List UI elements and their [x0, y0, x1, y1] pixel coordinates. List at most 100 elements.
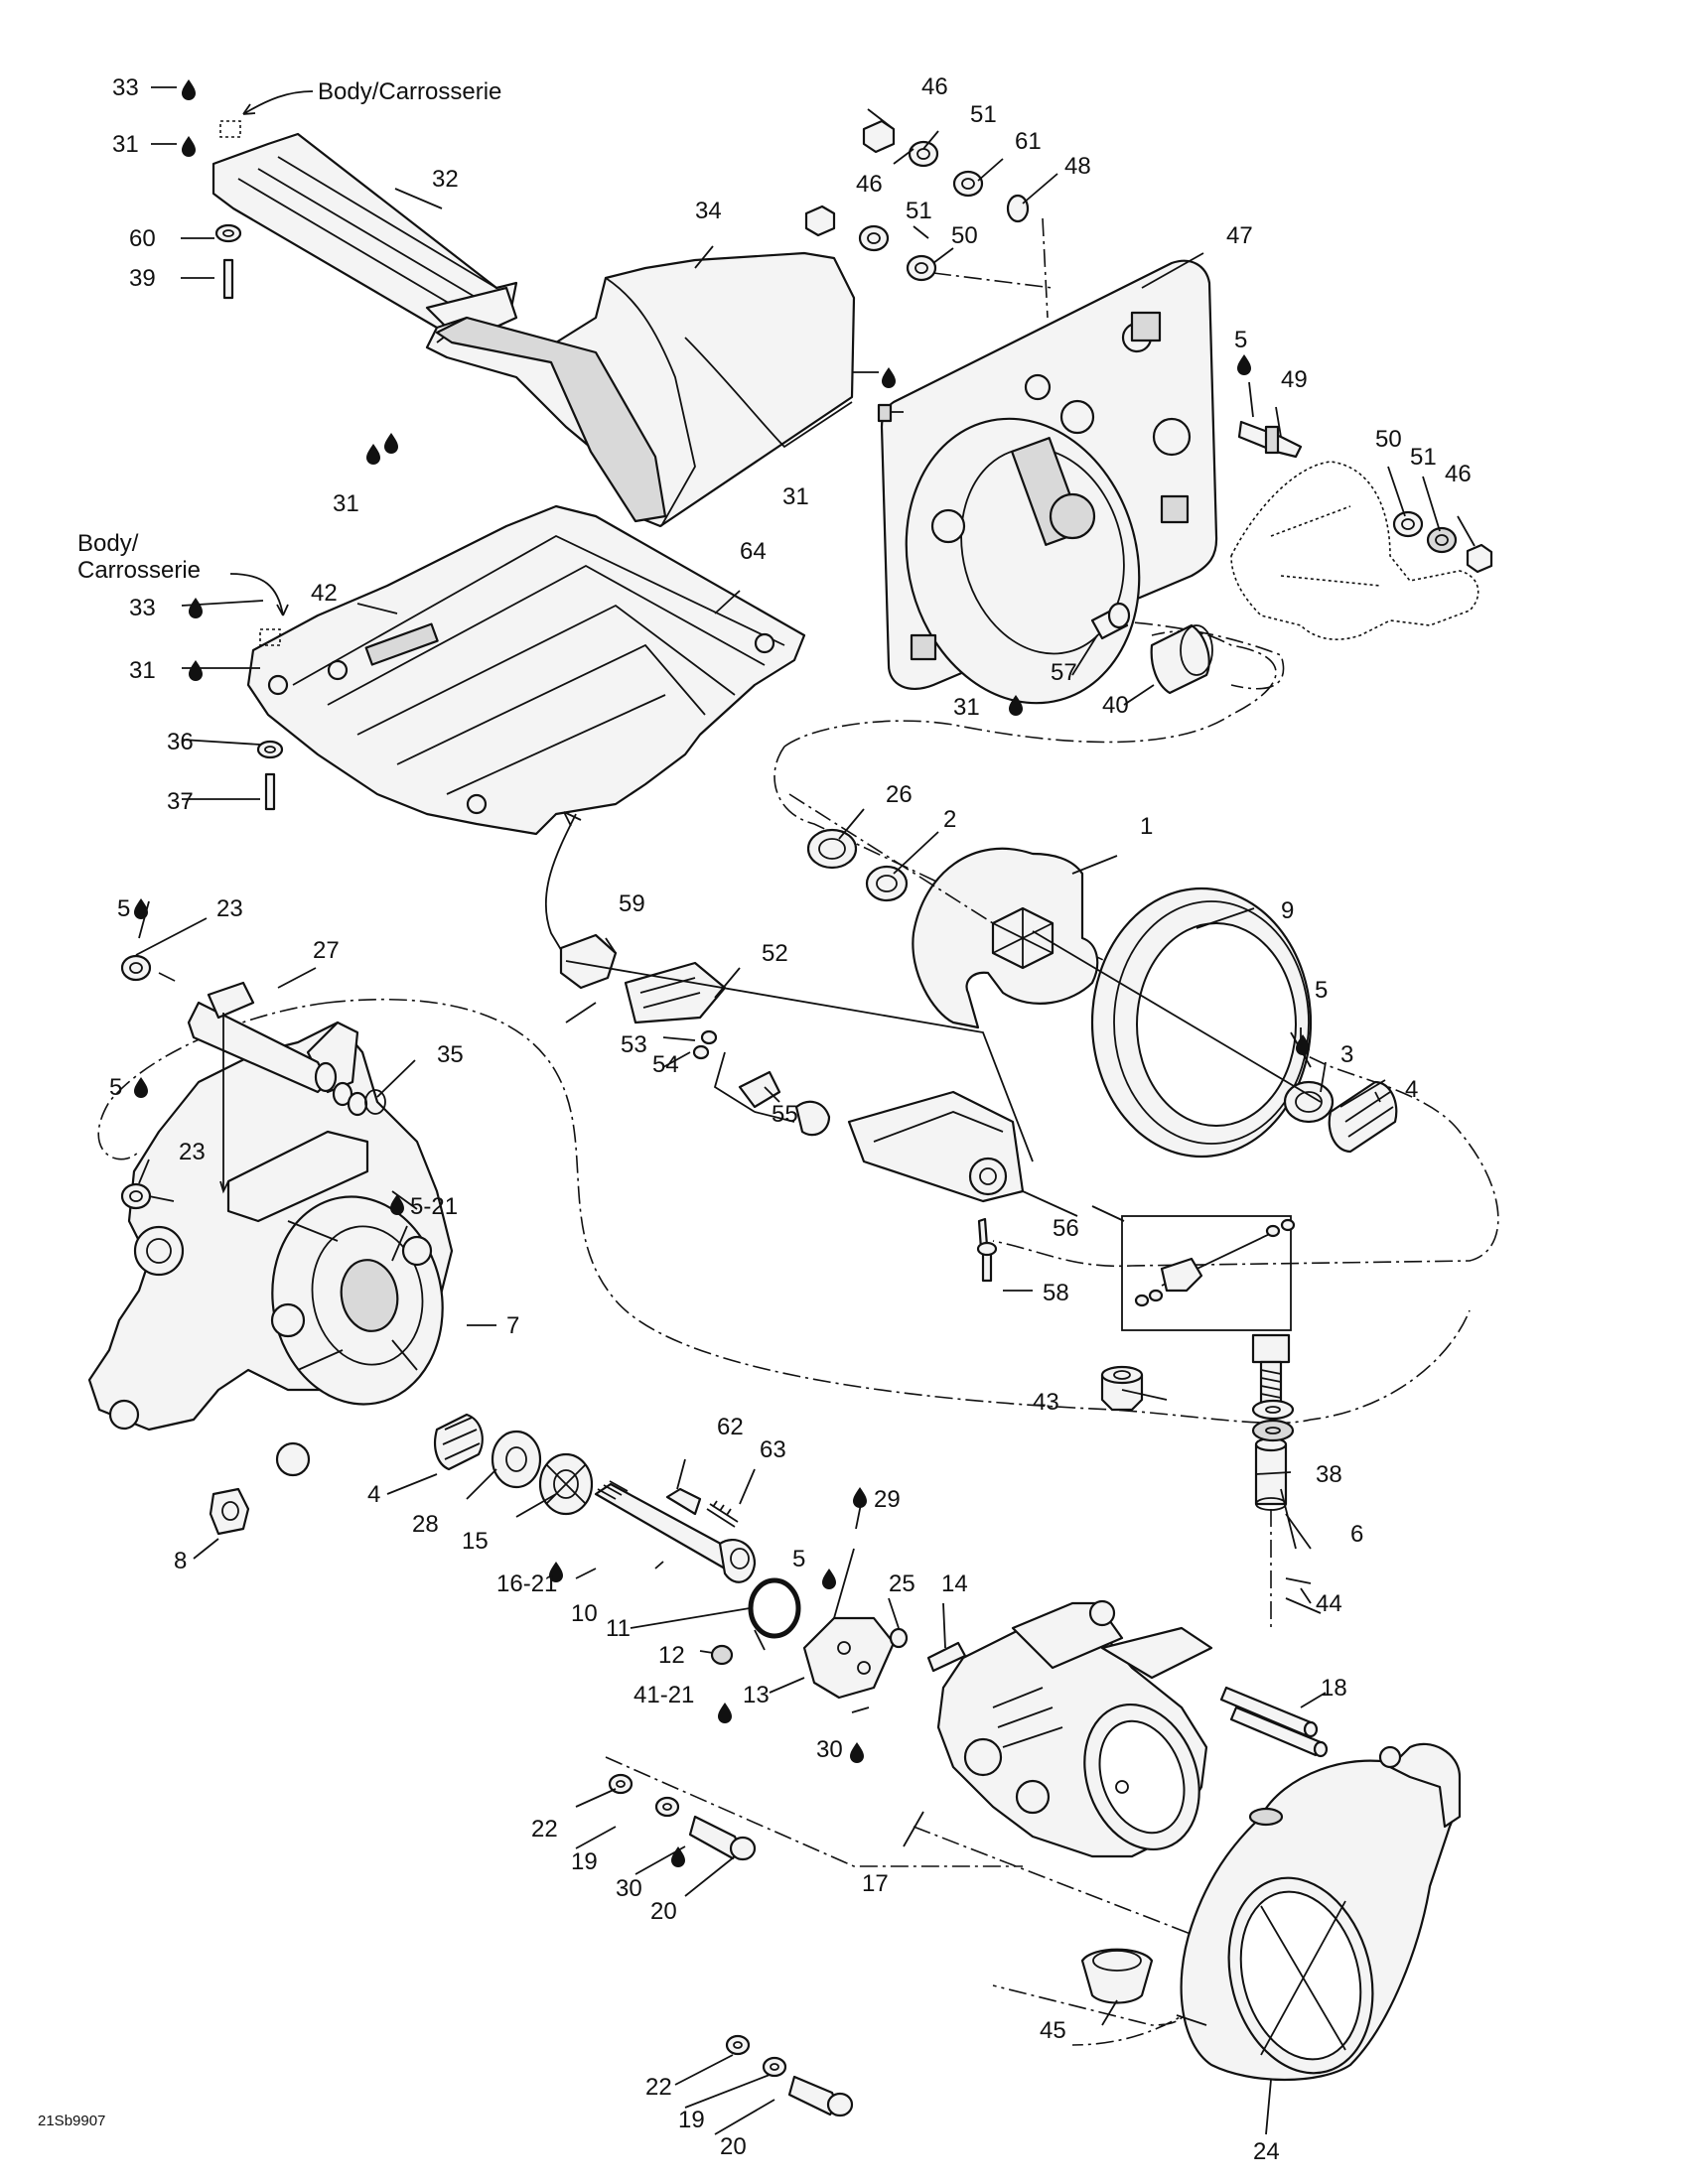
callout-50-b: 50: [1375, 426, 1402, 453]
part-13-cap: [802, 1616, 896, 1700]
callout-36: 36: [167, 729, 194, 755]
callout-22-b: 22: [645, 2074, 672, 2101]
part-11-o-ring: [748, 1577, 801, 1639]
callout-8: 8: [174, 1548, 187, 1574]
part-25-washer: [889, 1627, 909, 1649]
callout-39: 39: [129, 265, 156, 292]
callout-7: 7: [506, 1312, 519, 1339]
pump-bearings: [433, 1413, 594, 1516]
callout-14: 14: [941, 1570, 968, 1597]
callout-35: 35: [437, 1041, 464, 1068]
steering-linkage-ghost: [1230, 461, 1479, 640]
part-17-venturi: [936, 1599, 1213, 1858]
callout-31-lower: 31: [129, 657, 156, 684]
callout-26: 26: [886, 781, 913, 808]
callout-59: 59: [619, 890, 645, 917]
part-18-pins: [1219, 1686, 1329, 1758]
callout-5-a: 5: [1234, 327, 1247, 353]
callout-17: 17: [862, 1870, 889, 1897]
callout-19-b: 19: [678, 2107, 705, 2133]
callout-58: 58: [1043, 1280, 1069, 1306]
callout-labels: 33 31 32 60 39 34 46 51 61 48 46 51 50 4…: [77, 73, 1472, 2165]
callout-29: 29: [874, 1486, 901, 1513]
callout-43: 43: [1033, 1389, 1059, 1416]
callout-51-c: 51: [1410, 444, 1437, 471]
callout-28: 28: [412, 1511, 439, 1538]
part-45-bushing: [1080, 1948, 1154, 2004]
top-fasteners: [214, 119, 1493, 1283]
callout-56: 56: [1053, 1215, 1079, 1242]
part-1-impeller-cover: [912, 847, 1099, 1029]
sensor-group: [544, 811, 1296, 1331]
callout-31-housing: 31: [782, 483, 809, 510]
parts-57-40: [1090, 602, 1213, 695]
callout-23-b: 23: [179, 1139, 206, 1165]
callout-3: 3: [1340, 1041, 1353, 1068]
callout-64: 64: [740, 538, 767, 565]
callout-5-b: 5: [1315, 977, 1328, 1004]
callout-63: 63: [760, 1436, 786, 1463]
callout-12: 12: [658, 1642, 685, 1669]
callout-31-bottom: 31: [953, 694, 980, 721]
callout-49: 49: [1281, 366, 1308, 393]
part-9-wear-ring: [1090, 887, 1313, 1159]
part-24-steering-nozzle: [1180, 1742, 1462, 2082]
callout-50-a: 50: [951, 222, 978, 249]
callout-46-a: 46: [921, 73, 948, 100]
body-label-top: Body/Carrosserie: [318, 78, 501, 105]
callout-23-a: 23: [216, 895, 243, 922]
callout-54: 54: [652, 1051, 679, 1078]
nozzle-bushings: [1100, 1333, 1295, 1628]
callout-57: 57: [1051, 659, 1077, 686]
part-27-shaft: [158, 972, 386, 1194]
part-64-bottom-plate: [246, 504, 806, 836]
part-23-washer-top: [120, 954, 152, 982]
callout-25: 25: [889, 1570, 915, 1597]
callout-45: 45: [1040, 2017, 1066, 2044]
group-outline-impeller: [774, 630, 1499, 1268]
callout-6: 6: [1350, 1521, 1363, 1548]
callout-2: 2: [943, 806, 956, 833]
callout-19-a: 19: [571, 1848, 598, 1875]
callout-46-c: 46: [1445, 461, 1472, 487]
callout-13: 13: [743, 1682, 770, 1708]
callout-30-a: 30: [816, 1736, 843, 1763]
callout-32: 32: [432, 166, 459, 193]
part-33-mark: [219, 120, 241, 138]
callout-20-a: 20: [650, 1898, 677, 1925]
callout-41-21: 41-21: [633, 1682, 694, 1708]
part-23-washer-bottom: [120, 1182, 152, 1210]
part-12-plug: [710, 1644, 734, 1666]
callout-62: 62: [717, 1414, 744, 1440]
callout-60: 60: [129, 225, 156, 252]
callout-47: 47: [1226, 222, 1253, 249]
fasteners-lower: [608, 1773, 854, 2117]
callout-18: 18: [1321, 1675, 1347, 1702]
callout-31-top: 31: [112, 131, 139, 158]
callout-1: 1: [1140, 813, 1153, 840]
callout-51-b: 51: [906, 198, 932, 224]
callout-33-lower: 33: [129, 595, 156, 621]
part-7-pump-housing: [87, 1021, 454, 1477]
callout-37: 37: [167, 788, 194, 815]
callout-5-d: 5: [109, 1074, 122, 1101]
callout-42: 42: [311, 580, 338, 607]
part-8-nut: [209, 1487, 250, 1536]
parts-62-63: [665, 1487, 739, 1528]
part-32-duct: [211, 120, 518, 344]
callout-44: 44: [1316, 1590, 1342, 1617]
callout-22-a: 22: [531, 1816, 558, 1843]
part-47-housing: [877, 259, 1218, 705]
callout-52: 52: [762, 940, 788, 967]
callout-16-21: 16-21: [496, 1570, 557, 1597]
callout-55: 55: [772, 1101, 798, 1128]
callout-51-a: 51: [970, 101, 997, 128]
part-34-cover: [425, 251, 856, 528]
drawing-code: 21Sb9907: [38, 2113, 106, 2129]
callout-4-b: 4: [367, 1481, 380, 1508]
callout-20-b: 20: [720, 2133, 747, 2160]
callout-24: 24: [1253, 2138, 1280, 2165]
callout-33-top: 33: [112, 74, 139, 101]
